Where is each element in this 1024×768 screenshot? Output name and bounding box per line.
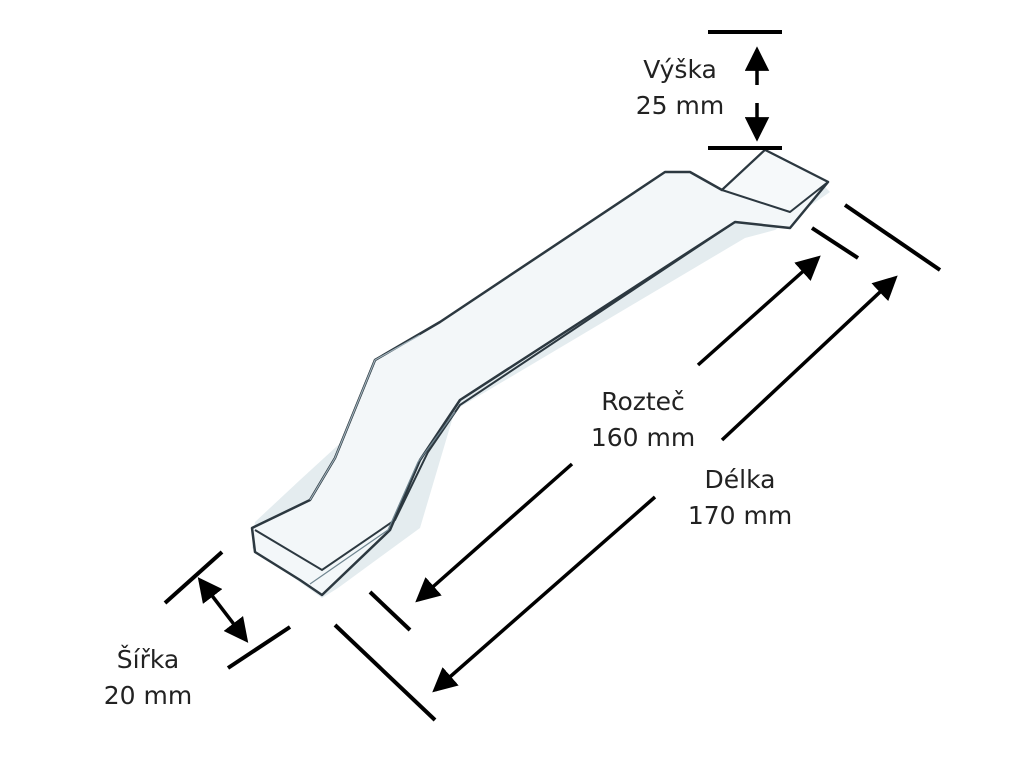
width-label: Šířka 20 mm [88, 642, 208, 714]
handle-top-edge [254, 221, 736, 572]
spacing-arrow-lower [415, 462, 574, 603]
handle-groove [309, 411, 456, 585]
spacing-tick-left [368, 590, 412, 632]
spacing-label-value: 160 mm [590, 423, 696, 452]
spacing-label: Rozteč 160 mm [578, 384, 708, 456]
width-label-value: 20 mm [103, 681, 193, 710]
length-dimension [333, 203, 942, 722]
spacing-tick-right [810, 226, 860, 260]
width-dimension [163, 550, 292, 670]
height-label-name: Výška [643, 55, 717, 84]
cabinet-handle [250, 148, 830, 598]
length-tick-left [333, 623, 437, 722]
length-arrow-upper [720, 275, 898, 442]
length-tick-right [843, 203, 942, 272]
spacing-label-name: Rozteč [601, 387, 685, 416]
spacing-arrow-upper [696, 255, 821, 367]
length-label: Délka 170 mm [675, 462, 805, 534]
width-tick-upper [163, 550, 224, 605]
handle-inner-bend [309, 334, 421, 501]
width-tick-lower [226, 625, 292, 670]
width-label-name: Šířka [116, 645, 180, 674]
length-arrow-lower [432, 495, 657, 693]
height-label-value: 25 mm [635, 91, 725, 120]
spacing-dimension [368, 226, 860, 632]
width-arrow [197, 577, 249, 643]
height-dimension [708, 30, 782, 150]
handle-post-top-face [721, 149, 829, 213]
length-label-name: Délka [704, 465, 776, 494]
height-label: Výška 25 mm [620, 52, 740, 124]
length-label-value: 170 mm [687, 501, 793, 530]
